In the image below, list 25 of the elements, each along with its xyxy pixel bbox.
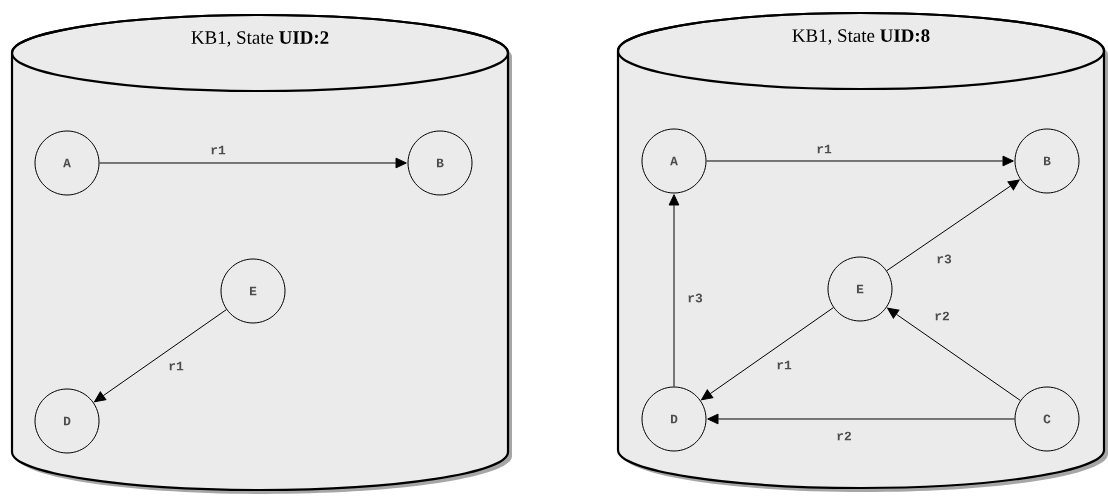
circle-node: A — [34, 130, 100, 196]
edge-label: r3 — [935, 253, 953, 265]
arrow — [886, 179, 1020, 272]
circle-node: C — [1014, 386, 1080, 452]
edge-label: r1 — [815, 143, 833, 155]
arrow — [706, 155, 1014, 167]
edge-label: r1 — [775, 359, 793, 371]
edge-label: r3 — [686, 292, 704, 304]
edge-label: r2 — [933, 310, 951, 322]
arrow — [94, 309, 227, 403]
circle-node: E — [827, 256, 893, 322]
arrow — [707, 413, 1015, 425]
circle-node: D — [34, 388, 100, 454]
circle-node: B — [407, 130, 473, 196]
circle-node: D — [641, 386, 707, 452]
arrow — [887, 307, 1021, 401]
arrow — [701, 307, 834, 401]
circle-node: E — [220, 258, 286, 324]
arrow — [99, 157, 407, 169]
circle-node: B — [1014, 128, 1080, 194]
circle-node: A — [641, 128, 707, 194]
edge-label: r1 — [167, 360, 185, 372]
edge-label: r1 — [209, 144, 227, 156]
edge-label: r2 — [835, 430, 853, 442]
arrow — [668, 194, 680, 387]
